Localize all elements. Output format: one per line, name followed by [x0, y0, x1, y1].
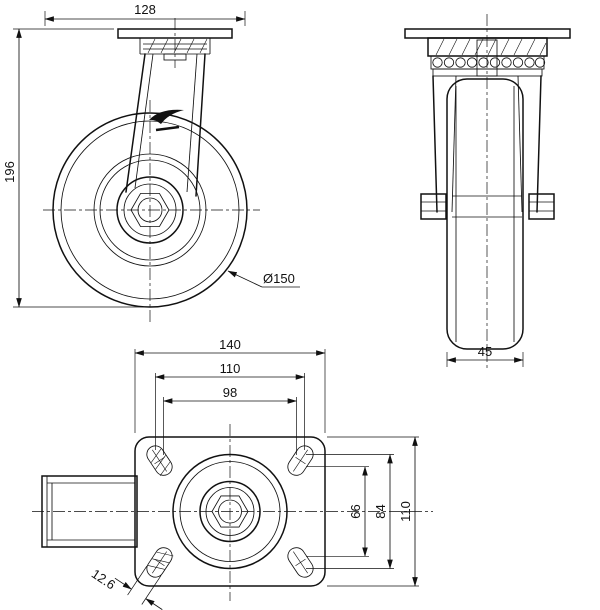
swivel-plan	[172, 453, 288, 570]
plan-view: 140 110 98 66 84	[32, 337, 433, 610]
dim-label-140: 140	[219, 337, 241, 352]
top-plate-front	[404, 28, 571, 39]
dim-label-110v: 110	[398, 501, 413, 522]
dim-bolt-width-outer: 84	[306, 454, 394, 569]
wheel-plan	[41, 475, 138, 548]
bearing-balls	[432, 57, 546, 68]
brand-logo-icon	[149, 109, 184, 132]
axle-nut-right	[528, 193, 555, 220]
dim-overall-height: 196	[2, 28, 146, 308]
dim-label-98: 98	[223, 385, 237, 400]
mounting-plate	[134, 436, 326, 587]
bolt-slot-top-left	[146, 445, 173, 477]
bolt-slot-top-right	[287, 445, 314, 476]
dim-slot-width: 12.6	[89, 565, 163, 610]
dim-plate-length: 140	[134, 337, 326, 433]
dim-label-12-6: 12.6	[89, 566, 118, 592]
dim-label-196: 196	[2, 161, 17, 183]
dim-wheel-width: 45	[446, 344, 524, 367]
dim-bolt-length-inner: 98	[163, 385, 297, 455]
front-view: 45	[404, 14, 571, 370]
dim-bolt-width-inner: 66	[306, 466, 369, 557]
bolt-slot-bottom-right	[287, 547, 314, 578]
bearing-hatch	[435, 38, 547, 56]
dim-wheel-diameter: Ø150	[227, 270, 300, 288]
axle-hex-nut	[130, 193, 170, 227]
center-hex-nut	[211, 495, 249, 528]
dim-label-66: 66	[348, 504, 363, 518]
bolt-slot-bottom-left	[146, 547, 174, 578]
axle-nut-left	[420, 193, 447, 220]
fork-side	[125, 53, 206, 197]
dim-plate-width: 110	[327, 436, 419, 587]
dim-top-width: 128	[44, 2, 246, 26]
dim-label-wheel-diameter: Ø150	[263, 271, 295, 286]
dim-label-45: 45	[478, 344, 492, 359]
dim-label-84: 84	[373, 504, 388, 518]
kingpin-bolt	[476, 39, 498, 77]
wheel-front	[446, 78, 524, 350]
wheel-side	[52, 112, 248, 308]
side-view: 128 196 Ø150	[2, 2, 300, 322]
top-plate-side	[117, 28, 233, 61]
swivel-bearing-front	[427, 37, 548, 77]
dim-label-110h: 110	[220, 361, 241, 376]
fork-front	[432, 75, 542, 213]
swivel-hatch	[147, 38, 208, 54]
dim-bolt-length-outer: 110	[154, 361, 306, 450]
dim-label-128: 128	[134, 2, 156, 17]
